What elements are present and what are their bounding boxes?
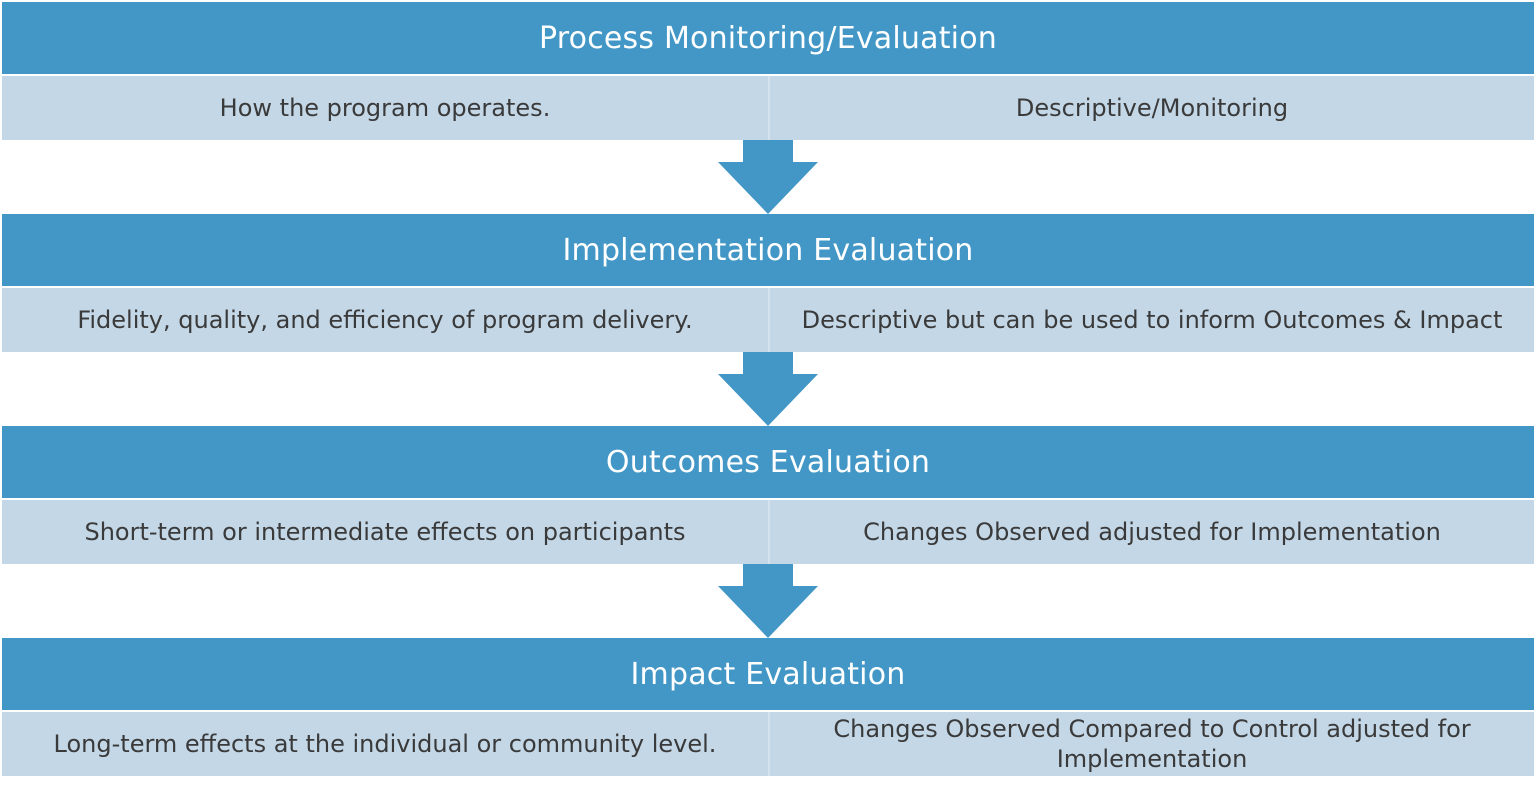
stage-type: Descriptive/Monitoring	[768, 76, 1534, 140]
stage-description: How the program operates.	[2, 76, 768, 140]
down-arrow-icon	[718, 564, 818, 638]
stage-title: Process Monitoring/Evaluation	[2, 2, 1534, 74]
stage-title: Outcomes Evaluation	[2, 426, 1534, 498]
stage-details: How the program operates. Descriptive/Mo…	[2, 74, 1534, 140]
down-arrow-icon	[718, 140, 818, 214]
stage-details: Long-term effects at the individual or c…	[2, 710, 1534, 776]
stage-details: Short-term or intermediate effects on pa…	[2, 498, 1534, 564]
stage-description: Long-term effects at the individual or c…	[2, 712, 768, 776]
stage-type: Descriptive but can be used to inform Ou…	[768, 288, 1534, 352]
stage-outcomes: Outcomes Evaluation Short-term or interm…	[2, 426, 1534, 564]
stage-implementation: Implementation Evaluation Fidelity, qual…	[2, 214, 1534, 352]
stage-impact: Impact Evaluation Long-term effects at t…	[2, 638, 1534, 776]
stage-type: Changes Observed adjusted for Implementa…	[768, 500, 1534, 564]
down-arrow-icon	[718, 352, 818, 426]
stage-details: Fidelity, quality, and efficiency of pro…	[2, 286, 1534, 352]
stage-description: Short-term or intermediate effects on pa…	[2, 500, 768, 564]
stage-process-monitoring: Process Monitoring/Evaluation How the pr…	[2, 2, 1534, 140]
stage-type: Changes Observed Compared to Control adj…	[768, 712, 1534, 776]
stage-description: Fidelity, quality, and efficiency of pro…	[2, 288, 768, 352]
stage-title: Impact Evaluation	[2, 638, 1534, 710]
stage-title: Implementation Evaluation	[2, 214, 1534, 286]
